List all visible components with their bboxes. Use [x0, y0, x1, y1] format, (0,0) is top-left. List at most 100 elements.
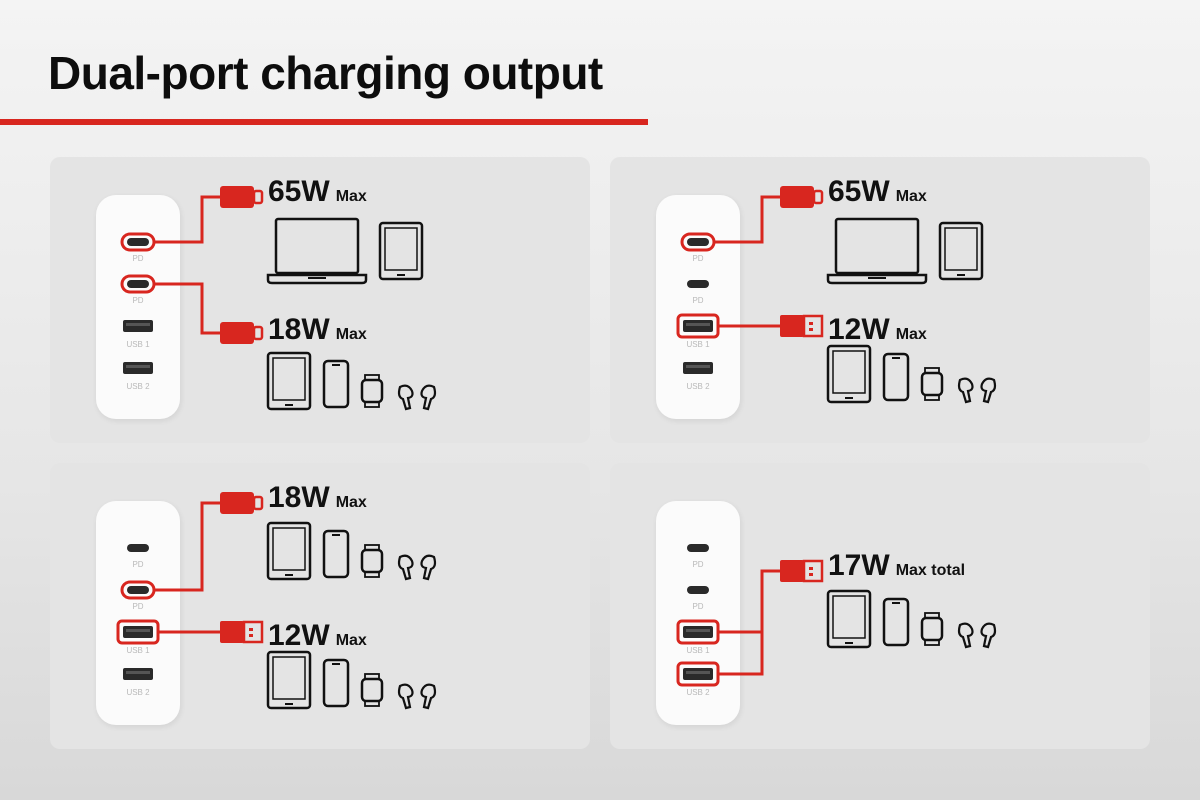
port: USB 2 [123, 668, 153, 697]
watch-strap [364, 571, 380, 578]
charger [656, 195, 740, 419]
connector-pin [249, 628, 253, 631]
port: USB 2 [683, 362, 713, 391]
port: PD [127, 544, 149, 569]
port-label: USB 1 [126, 646, 150, 655]
usb-c-port [687, 544, 709, 552]
usb-c-connector-icon [220, 492, 264, 514]
tablet-screen [272, 527, 306, 571]
usb-c-connector-icon [220, 186, 264, 208]
tablet-body [266, 521, 312, 581]
charger [96, 501, 180, 725]
tablet-icon [266, 351, 312, 411]
port-tongue [126, 365, 150, 368]
connector-pin [809, 328, 813, 331]
phone-icon [882, 352, 910, 402]
port: PD [687, 544, 709, 569]
connector-body [220, 621, 244, 643]
page-title: Dual-port charging output [48, 47, 603, 99]
tablet-screen [832, 350, 866, 394]
cables [154, 501, 220, 634]
earbuds-icon [957, 622, 997, 649]
port-label: PD [692, 560, 703, 569]
port-label: PD [132, 560, 143, 569]
earbuds-icon [397, 384, 437, 411]
watt-label: Max [335, 494, 367, 511]
charger [96, 195, 180, 419]
connector-pin [809, 567, 813, 570]
tablet-icon [938, 221, 984, 281]
connector-plug [812, 189, 824, 205]
watt-label: Max [895, 326, 927, 343]
connector-plug [252, 325, 264, 341]
port-tongue [686, 671, 710, 674]
cables [154, 195, 220, 335]
tablet-body [826, 344, 872, 404]
earbud-left [957, 377, 974, 404]
tablet-icon [266, 521, 312, 581]
connectors [220, 492, 264, 644]
laptop-screen [834, 217, 920, 275]
tablet-icon [266, 650, 312, 710]
devices [826, 589, 997, 649]
port: USB 2 [123, 362, 153, 391]
watt-label: Max [335, 188, 367, 205]
connector-plug [242, 620, 264, 644]
connector-pin [249, 634, 253, 637]
usb-c-port [687, 238, 709, 246]
connector-plug [252, 495, 264, 511]
tablet-icon [826, 344, 872, 404]
port-label: PD [692, 296, 703, 305]
port-label: USB 2 [686, 688, 710, 697]
earbud-right [420, 384, 437, 411]
port-active: PD [120, 274, 156, 305]
phone-icon [882, 597, 910, 647]
port-active: USB 1 [676, 619, 720, 655]
connectors [220, 186, 264, 344]
usb-a-connector-icon [220, 620, 264, 644]
earbud-right [420, 554, 437, 581]
phone-body [322, 529, 350, 579]
tablet-screen [272, 656, 306, 700]
port-label: USB 2 [126, 688, 150, 697]
watch-strap [364, 700, 380, 707]
earbuds-icon [957, 377, 997, 404]
port-active: USB 1 [676, 313, 720, 349]
port-label: USB 1 [126, 340, 150, 349]
tablet-icon [378, 221, 424, 281]
port-tongue [686, 323, 710, 326]
tablet-icon [826, 589, 872, 649]
watch-face [360, 378, 384, 404]
watt-label: Max [895, 188, 927, 205]
port: USB 1 [123, 320, 153, 349]
watt-value: 12W [268, 619, 330, 652]
watch-face [360, 548, 384, 574]
connector-body [220, 322, 254, 344]
cable-line [718, 632, 764, 676]
connector-plug [802, 559, 824, 583]
earbud-left [397, 384, 414, 411]
usb-c-port [127, 280, 149, 288]
port-label: PD [132, 296, 143, 305]
connectors [780, 559, 824, 583]
cable-line [154, 501, 220, 592]
earbuds-icon [397, 554, 437, 581]
phone-body [882, 597, 910, 647]
port-label: PD [132, 602, 143, 611]
laptop-icon [826, 217, 928, 285]
watch-icon [920, 367, 944, 401]
tablet-body [266, 351, 312, 411]
laptop-icon [266, 217, 368, 285]
panel-graphics: PD PD USB 1 USB 2 [116, 492, 437, 710]
phone-icon [322, 529, 350, 579]
watt-value: 18W [268, 313, 330, 346]
port-tongue [126, 629, 150, 632]
port-tongue [686, 629, 710, 632]
usb-a-connector-icon [780, 314, 824, 338]
earbud-left [397, 554, 414, 581]
